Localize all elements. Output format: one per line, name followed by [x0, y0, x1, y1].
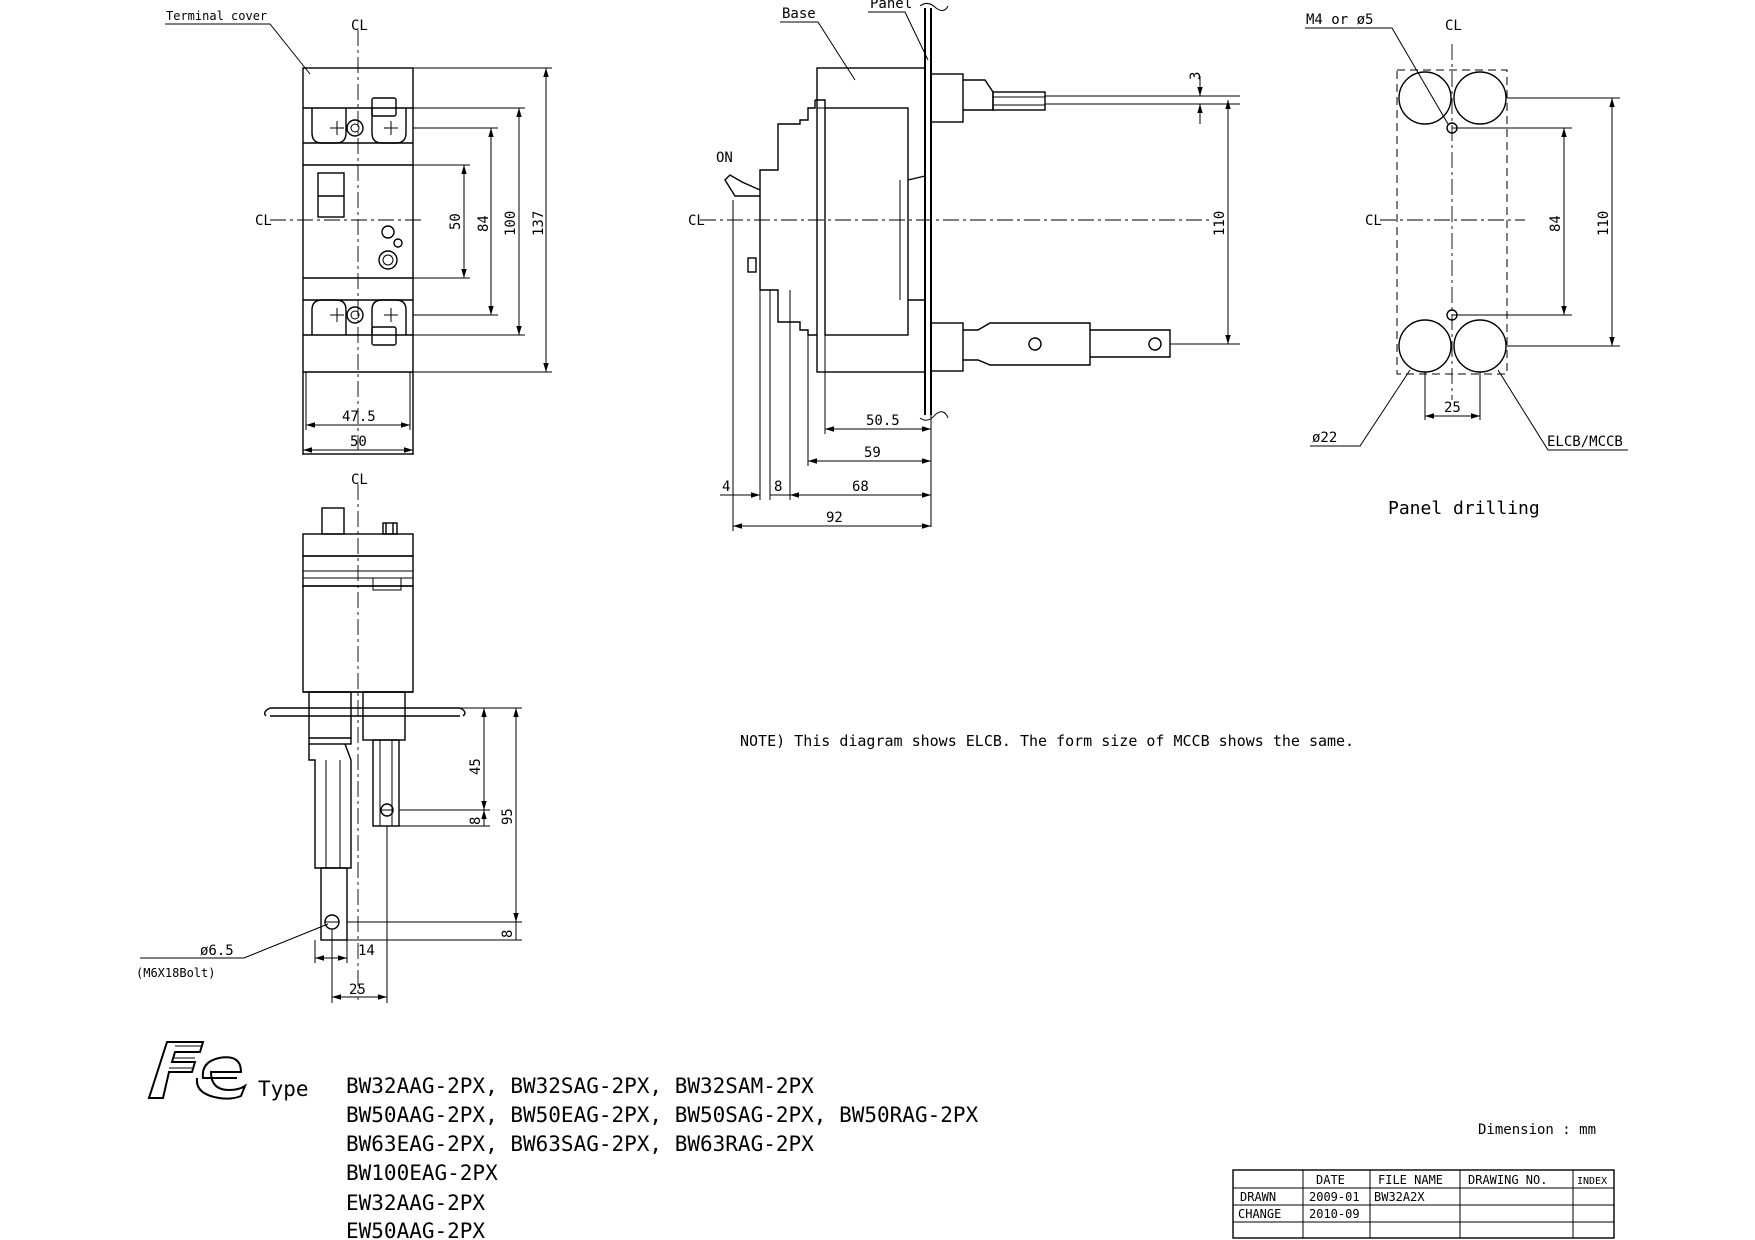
- dim-68: 68: [852, 479, 869, 495]
- dim-84-drill: 84: [1548, 215, 1564, 232]
- fe-logo: [147, 1041, 248, 1100]
- centerline-label-bottom: CL: [351, 472, 368, 488]
- model-line-6: EW50AAG-2PX: [346, 1219, 485, 1240]
- centerline-label-drill: CL: [1445, 18, 1462, 34]
- th-file-name: FILE NAME: [1378, 1173, 1443, 1187]
- dim-84: 84: [476, 215, 492, 232]
- dim-25-drill: 25: [1444, 400, 1461, 416]
- dim-47-5: 47.5: [342, 409, 376, 425]
- th-drawing-no: DRAWING NO.: [1468, 1173, 1547, 1187]
- dim-8-upper: 8: [468, 817, 484, 825]
- dim-50-width: 50: [350, 434, 367, 450]
- model-line-2: BW50AAG-2PX, BW50EAG-2PX, BW50SAG-2PX, B…: [346, 1103, 979, 1127]
- centerline-label: CL: [351, 18, 368, 34]
- centerline-label-h: CL: [255, 213, 272, 229]
- title-block: DATE FILE NAME DRAWING NO. INDEX DRAWN 2…: [1232, 1169, 1615, 1239]
- dim-45: 45: [468, 758, 484, 775]
- centerline-label-drill-h: CL: [1365, 213, 1382, 229]
- panel-drilling-view: M4 or ø5 CL CL 84 110 25 ø22 ELCB/MCCB P…: [1305, 12, 1628, 519]
- dim-8-lower: 8: [500, 930, 516, 938]
- front-view: Terminal cover CL CL 50 84 100 137 47.5 …: [165, 9, 552, 455]
- dim-50-5: 50.5: [866, 413, 900, 429]
- row-drawn-date: 2009-01: [1309, 1190, 1360, 1204]
- model-line-4: BW100EAG-2PX: [346, 1161, 498, 1185]
- bottom-view: CL: [136, 472, 522, 1003]
- row-drawn-label: DRAWN: [1240, 1190, 1276, 1204]
- dim-8: 8: [774, 479, 782, 495]
- th-date: DATE: [1316, 1173, 1345, 1187]
- row-drawn-file: BW32A2X: [1374, 1190, 1425, 1204]
- row-change-label: CHANGE: [1238, 1207, 1281, 1221]
- panel-label: Panel: [870, 0, 912, 12]
- dia-22-label: ø22: [1312, 430, 1337, 446]
- model-line-1: BW32AAG-2PX, BW32SAG-2PX, BW32SAM-2PX: [346, 1074, 814, 1098]
- dia-6-5-label: ø6.5: [200, 943, 234, 959]
- th-index: INDEX: [1577, 1176, 1607, 1187]
- centerline-label-side: CL: [688, 213, 705, 229]
- dim-14: 14: [358, 943, 375, 959]
- bolt-label: (M6X18Bolt): [136, 966, 215, 980]
- dim-110-drill: 110: [1596, 211, 1612, 236]
- hole-label: M4 or ø5: [1306, 12, 1373, 28]
- dim-137: 137: [531, 211, 547, 236]
- dim-59: 59: [864, 445, 881, 461]
- terminal-cover-label: Terminal cover: [166, 9, 267, 23]
- dim-92: 92: [826, 510, 843, 526]
- type-block: Type BW32AAG-2PX, BW32SAG-2PX, BW32SAM-2…: [258, 1074, 979, 1240]
- dim-4: 4: [722, 479, 730, 495]
- elcb-mccb-label: ELCB/MCCB: [1547, 434, 1623, 450]
- dim-100: 100: [503, 211, 519, 236]
- dim-50-inner: 50: [448, 213, 464, 230]
- side-view: Base Panel ON CL 3 110 50.5 59 4 8 68 92: [688, 0, 1240, 531]
- dimension-unit: Dimension : mm: [1478, 1122, 1596, 1138]
- model-line-5: EW32AAG-2PX: [346, 1191, 485, 1215]
- panel-drilling-caption: Panel drilling: [1388, 498, 1540, 519]
- model-line-3: BW63EAG-2PX, BW63SAG-2PX, BW63RAG-2PX: [346, 1132, 814, 1156]
- dim-110-side: 110: [1212, 211, 1228, 236]
- diagram-note: NOTE) This diagram shows ELCB. The form …: [740, 732, 1354, 750]
- type-label: Type: [258, 1077, 309, 1101]
- dim-25: 25: [349, 982, 366, 998]
- dim-95: 95: [500, 808, 516, 825]
- dim-3: 3: [1188, 72, 1204, 80]
- on-label: ON: [716, 150, 733, 166]
- base-label: Base: [782, 6, 816, 22]
- row-change-date: 2010-09: [1309, 1207, 1360, 1221]
